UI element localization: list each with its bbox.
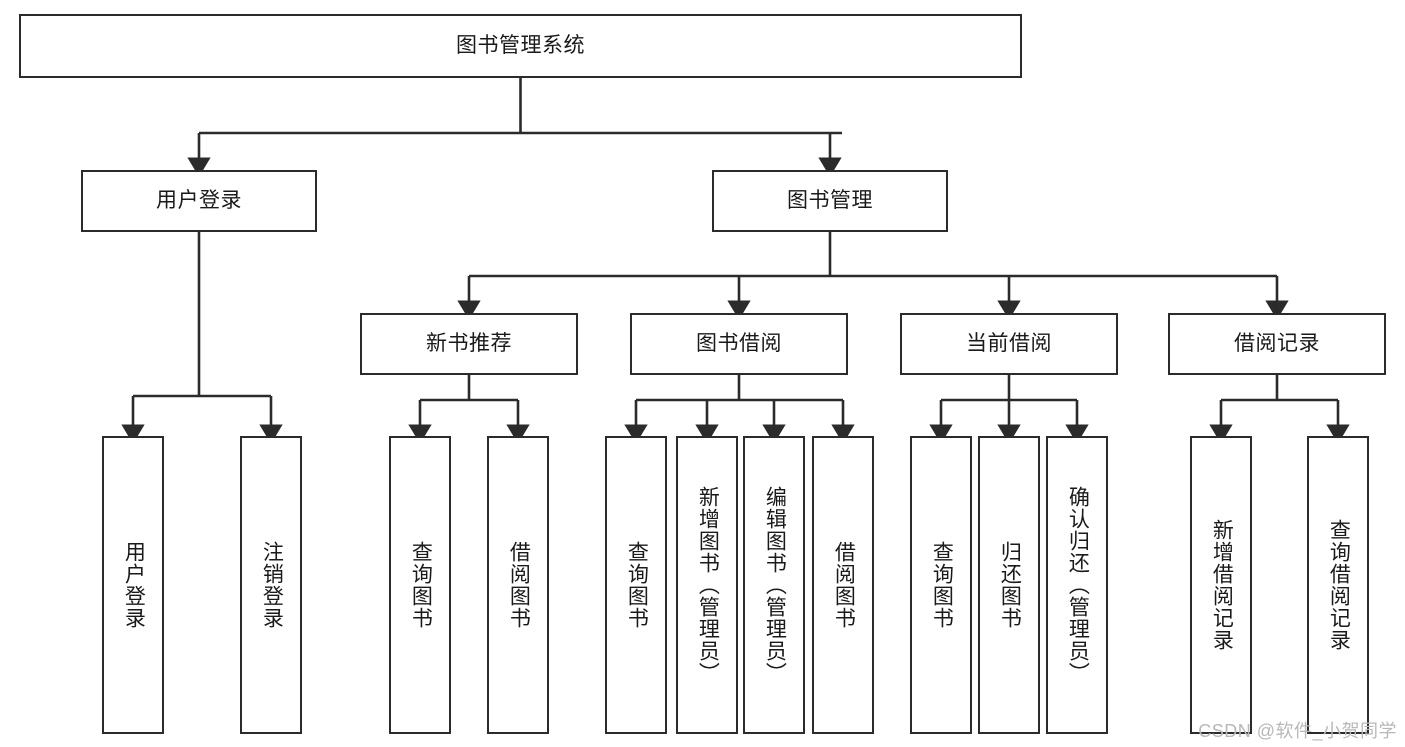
leaf-user-login-login[interactable]: 用户登录 xyxy=(102,436,164,734)
leaf-borrow-query-book[interactable]: 查询图书 xyxy=(605,436,667,734)
leaf-borrow-edit-book-admin[interactable]: 编辑图书（管理员） xyxy=(743,436,805,734)
node-user-login[interactable]: 用户登录 xyxy=(81,170,317,232)
node-borrow-records[interactable]: 借阅记录 xyxy=(1168,313,1386,375)
leaf-borrow-add-book-admin[interactable]: 新增图书（管理员） xyxy=(676,436,738,734)
leaf-current-return-book[interactable]: 归还图书 xyxy=(978,436,1040,734)
watermark-text: CSDN @软件_小贺同学 xyxy=(1198,721,1397,741)
leaf-records-query-record[interactable]: 查询借阅记录 xyxy=(1307,436,1369,734)
leaf-current-query-book[interactable]: 查询图书 xyxy=(910,436,972,734)
node-new-book-recommend[interactable]: 新书推荐 xyxy=(360,313,578,375)
leaf-new-book-borrow[interactable]: 借阅图书 xyxy=(487,436,549,734)
leaf-user-login-logout[interactable]: 注销登录 xyxy=(240,436,302,734)
leaf-current-confirm-return-admin[interactable]: 确认归还（管理员） xyxy=(1046,436,1108,734)
node-root[interactable]: 图书管理系统 xyxy=(19,14,1022,78)
leaf-borrow-borrow-book[interactable]: 借阅图书 xyxy=(812,436,874,734)
node-book-borrow[interactable]: 图书借阅 xyxy=(630,313,848,375)
leaf-new-book-query[interactable]: 查询图书 xyxy=(389,436,451,734)
leaf-records-add-record[interactable]: 新增借阅记录 xyxy=(1190,436,1252,734)
node-current-borrow[interactable]: 当前借阅 xyxy=(900,313,1118,375)
node-book-management[interactable]: 图书管理 xyxy=(712,170,948,232)
